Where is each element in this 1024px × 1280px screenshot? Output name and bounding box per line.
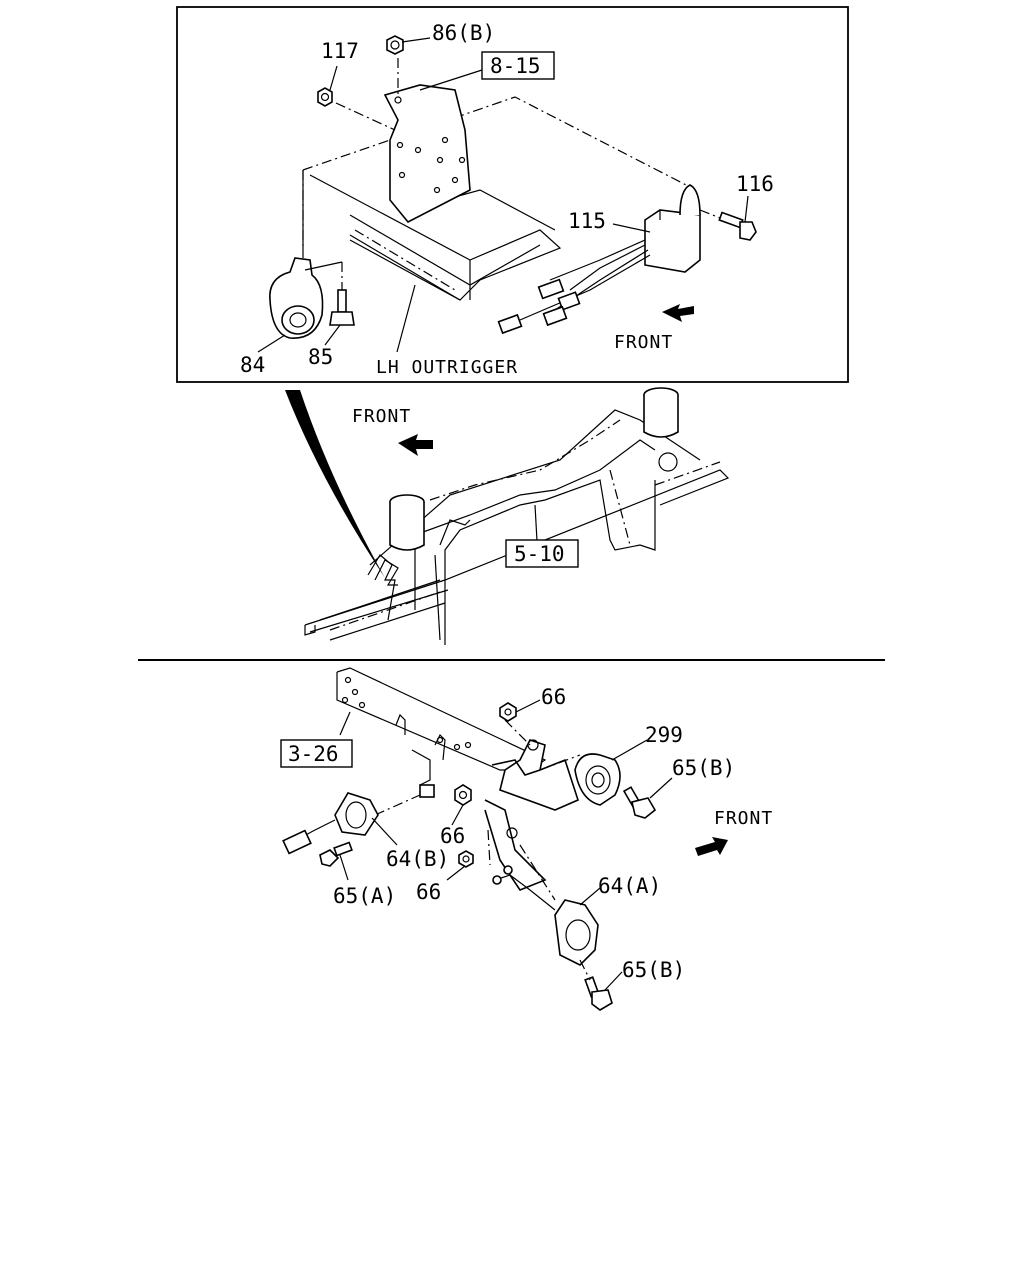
label-65b-upper: 65(B) [672,756,735,780]
lh-outrigger-drawing [302,96,691,301]
label-ref-3-26: 3-26 [288,742,339,766]
bolt-65a-icon [319,841,353,867]
label-64a: 64(A) [598,874,661,898]
sensor-bracket [374,719,581,901]
front-arrow-icon [398,434,433,456]
body-mount-right-icon [643,387,679,438]
sensor-64a-icon [492,865,599,966]
front-arrow-icon [695,837,728,856]
top-detail-panel: 117 86(B) 8-15 116 115 84 85 LH OUTRIGGE… [176,6,849,383]
nut-117-icon [317,87,333,107]
label-66-mid: 66 [440,824,465,848]
label-86b: 86(B) [432,21,495,45]
ref-box-3-26 [280,739,353,768]
sensor-299-icon [574,753,621,806]
label-115: 115 [568,209,606,233]
bolt-116-icon [699,209,757,241]
label-ref-5-10: 5-10 [514,542,565,566]
front-arrow-icon [662,304,694,322]
label-65b-lower: 65(B) [622,958,685,982]
nut-86b-icon [386,35,404,55]
label-front-top: FRONT [614,332,673,353]
label-84: 84 [240,353,265,377]
ref-box-8-15 [481,51,555,80]
nut-66-low-icon [458,850,474,868]
bolt-85-icon [329,262,355,326]
label-65a: 65(A) [333,884,396,908]
label-85: 85 [308,345,333,369]
label-116: 116 [736,172,774,196]
bottom-detail-view: 3-26 66 299 65(B) FRONT 66 64(B) 65(A) 6… [280,667,773,1011]
middle-frame-view: FRONT 5-10 [285,387,730,645]
nut-66-mid-icon [454,784,472,806]
module-115-icon [497,184,701,335]
label-299: 299 [645,723,683,747]
sensor-84-icon [269,170,343,339]
bolt-65b-lower-icon [579,959,613,1011]
callout-pointer [285,390,385,578]
nut-66-top-icon [499,702,517,722]
stud-icon [419,784,435,798]
label-lh-outrigger: LH OUTRIGGER [376,357,518,378]
label-ref-8-15: 8-15 [490,54,541,78]
ref-box-5-10 [505,539,579,568]
label-64b: 64(B) [386,847,449,871]
label-117: 117 [321,39,359,63]
detail-frame [176,6,849,383]
label-front-middle: FRONT [352,406,411,427]
bracket-8-15 [335,58,471,224]
bolt-65b-upper-icon [622,786,657,819]
body-mount-left-icon [389,494,425,551]
sensor-64b-icon [282,792,379,855]
label-66-top: 66 [541,685,566,709]
label-front-bottom: FRONT [714,808,773,829]
label-66-low: 66 [416,880,441,904]
